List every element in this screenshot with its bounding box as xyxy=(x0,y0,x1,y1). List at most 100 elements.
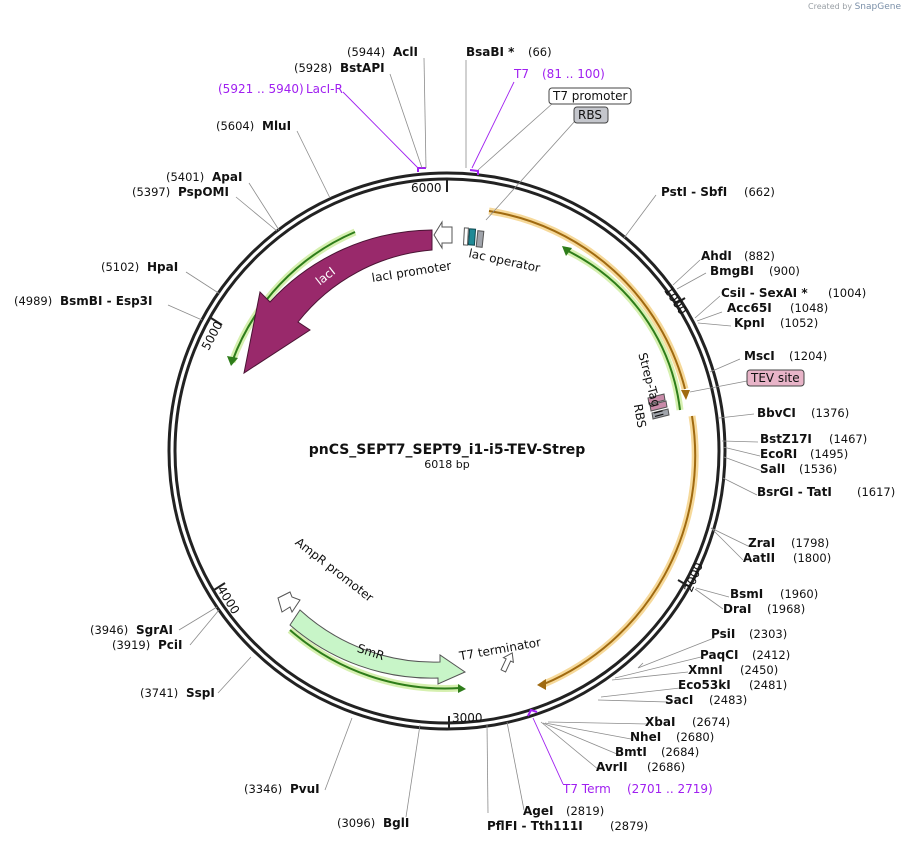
leader-lines xyxy=(167,57,763,818)
enzyme-name: PstI - SbfI xyxy=(661,185,727,199)
enzyme-pos: (882) xyxy=(744,249,775,263)
credit-brand: SnapGene xyxy=(854,2,901,12)
tev-site-box xyxy=(746,369,805,387)
enzyme-pos: (1800) xyxy=(793,551,831,565)
enzyme-pos: (1495) xyxy=(810,447,848,461)
t7-promoter-box xyxy=(548,87,632,105)
tick-5000 xyxy=(210,317,223,326)
enzyme-pos: (2412) xyxy=(752,648,790,662)
enzyme-pos: (1968) xyxy=(767,602,805,616)
enzyme-name: MluI xyxy=(262,119,291,133)
enzyme-name: KpnI xyxy=(734,316,765,330)
enzyme-name: SalI xyxy=(760,462,785,476)
enzyme-name: PflFI - Tth111I xyxy=(487,819,583,833)
enzyme-name: PvuI xyxy=(290,782,320,796)
orf-arc-right-inner-head xyxy=(562,246,572,256)
enzyme-name: AgeI xyxy=(523,804,553,818)
enzyme-name: BglI xyxy=(383,816,409,830)
enzyme-name: Acc65I xyxy=(727,301,772,315)
enzyme-pos: (5102) xyxy=(101,260,139,274)
enzyme-name: SacI xyxy=(665,693,693,707)
primer-name: T7 xyxy=(513,67,529,81)
enzyme-labels: (5944) AclI (5928) BstAPI BsaBI * (66) (… xyxy=(14,45,895,833)
enzyme-name: PaqCI xyxy=(700,648,738,662)
orf-arc-bottom-head xyxy=(458,684,466,693)
orf-arc-right-outer-head xyxy=(681,390,690,400)
lac-operator-block xyxy=(467,228,477,246)
enzyme-pos: (1048) xyxy=(790,301,828,315)
rbs-top-block xyxy=(475,230,485,248)
enzyme-name: PspOMI xyxy=(178,185,229,199)
enzyme-name: ZraI xyxy=(748,536,775,550)
strep-tag-block-2 xyxy=(649,400,668,412)
enzyme-pos: (5397) xyxy=(132,185,170,199)
primer-range: (81 .. 100) xyxy=(542,67,605,81)
enzyme-pos: (5928) xyxy=(294,61,332,75)
enzyme-name: BsmI xyxy=(730,587,763,601)
enzyme-name: SgrAI xyxy=(136,623,173,637)
orf-arc-left-head xyxy=(227,356,238,366)
credit-text: Created by xyxy=(808,2,853,11)
enzyme-name: BstAPI xyxy=(340,61,385,75)
rbs-top-box xyxy=(573,106,609,124)
t7-terminator-label: T7 terminator xyxy=(457,635,542,663)
enzyme-name: CsiI - SexAI * xyxy=(721,286,808,300)
enzyme-name: BsaBI * xyxy=(466,45,515,59)
enzyme-pos: (1004) xyxy=(828,286,866,300)
enzyme-pos: (2684) xyxy=(661,745,699,759)
orf-arc-right-inner xyxy=(565,249,681,411)
enzyme-name: Eco53kI xyxy=(678,678,731,692)
enzyme-pos: (2879) xyxy=(610,819,648,833)
enzyme-pos: (900) xyxy=(769,264,800,278)
enzyme-name: PsiI xyxy=(711,627,735,641)
rbs-mid-block xyxy=(651,408,670,420)
primer-name: LacI-R xyxy=(306,82,343,96)
t7-promoter-box-label: T7 promoter xyxy=(552,89,628,103)
enzyme-name: XmnI xyxy=(688,663,723,677)
enzyme-name: SspI xyxy=(186,686,215,700)
enzyme-pos: (1960) xyxy=(780,587,818,601)
enzyme-name: NheI xyxy=(630,730,661,744)
enzyme-pos: (2483) xyxy=(709,693,747,707)
ampr-promoter-arrow xyxy=(277,591,301,614)
primer-t7-marker xyxy=(469,169,479,175)
enzyme-pos: (3919) xyxy=(112,638,150,652)
ampr-promoter-label: AmpR promoter xyxy=(292,535,376,605)
enzyme-pos: (4989) xyxy=(14,294,52,308)
smr-arrow xyxy=(289,609,467,685)
orf-arc-right-outer-glow xyxy=(488,207,689,390)
enzyme-pos: (2819) xyxy=(566,804,604,818)
tick-1000 xyxy=(673,297,686,306)
enzyme-pos: (1376) xyxy=(811,406,849,420)
snapgene-credit: Created by SnapGene xyxy=(808,2,901,12)
enzyme-name: PciI xyxy=(158,638,183,652)
tick-label-6000: 6000 xyxy=(411,181,442,195)
enzyme-name: BbvCI xyxy=(757,406,796,420)
t7-terminator-arrow xyxy=(500,652,514,673)
primer-range: (5921 .. 5940) xyxy=(218,82,304,96)
enzyme-pos: (1617) xyxy=(857,485,895,499)
lacI-arrow xyxy=(243,229,433,375)
tick-label-2000: 2000 xyxy=(681,561,705,595)
enzyme-pos: (2481) xyxy=(749,678,787,692)
enzyme-pos: (2450) xyxy=(740,663,778,677)
enzyme-pos: (1204) xyxy=(789,349,827,363)
rbs-mid-label: RBS xyxy=(631,403,649,429)
enzyme-name: BsrGI - TatI xyxy=(757,485,832,499)
lac-operator-box xyxy=(463,227,469,246)
orf-arc-lower-head xyxy=(537,679,546,690)
tick-label-1000: 1000 xyxy=(661,284,690,317)
enzyme-name: XbaI xyxy=(645,715,675,729)
tick-2000 xyxy=(677,579,691,588)
tick-label-5000: 5000 xyxy=(199,319,226,353)
enzyme-pos: (662) xyxy=(744,185,775,199)
enzyme-pos: (1467) xyxy=(829,432,867,446)
enzyme-name: MscI xyxy=(744,349,775,363)
enzyme-pos: (2303) xyxy=(749,627,787,641)
enzyme-pos: (3346) xyxy=(244,782,282,796)
orf-arc-left xyxy=(231,231,356,363)
orf-arc-lower xyxy=(543,415,697,685)
lacI-promoter-arrow xyxy=(433,220,453,250)
enzyme-pos: (5401) xyxy=(166,170,204,184)
